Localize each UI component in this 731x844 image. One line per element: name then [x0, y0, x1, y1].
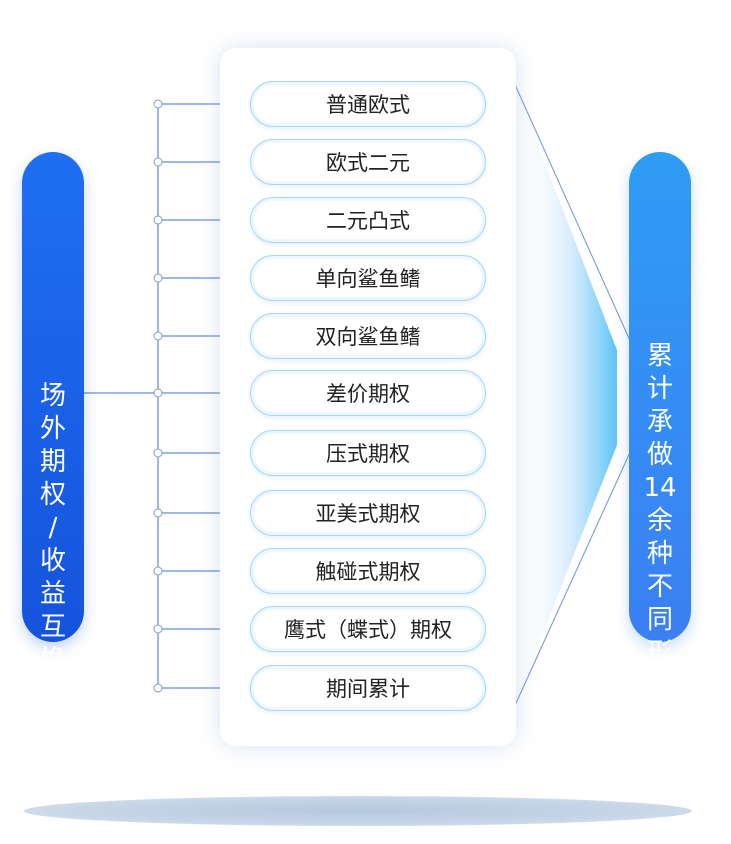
branch-node-dot: [153, 331, 163, 341]
left-label-char: /: [48, 513, 58, 543]
branch-node-dot: [153, 273, 163, 283]
ground-shadow: [24, 796, 692, 826]
option-item: 鹰式（蝶式）期权: [250, 606, 486, 652]
right-label-char: 余: [646, 506, 673, 536]
option-item: 双向鲨鱼鳍: [250, 313, 486, 359]
option-item: 单向鲨鱼鳍: [250, 255, 486, 301]
branch-node-dot: [153, 508, 163, 518]
option-item: 触碰式期权: [250, 548, 486, 594]
right-label-char: 同: [646, 605, 673, 635]
right-label-char: 形: [646, 638, 673, 668]
left-label-char: 权: [39, 480, 66, 510]
option-item: 普通欧式: [250, 81, 486, 127]
branch-node-dot: [153, 157, 163, 167]
option-item: 压式期权: [250, 430, 486, 476]
branch-node-dot: [153, 215, 163, 225]
left-label-char: 期: [39, 447, 66, 477]
option-item: 差价期权: [250, 370, 486, 416]
right-label-char: 种: [646, 539, 673, 569]
left-label-char: 外: [39, 414, 66, 444]
option-item: 亚美式期权: [250, 490, 486, 536]
branch-node-dot: [153, 624, 163, 634]
branch-node-dot: [153, 683, 163, 693]
option-item: 期间累计: [250, 665, 486, 711]
branch-node-dot: [153, 388, 163, 398]
right-label-char: 态: [646, 671, 673, 701]
left-label-char: 益: [39, 579, 66, 609]
left-category-pill: 场外期权/收益互换: [22, 152, 84, 675]
right-label-char: 14: [643, 473, 677, 503]
right-label-char: 做: [646, 440, 673, 470]
right-label-char: 累: [646, 341, 673, 371]
funnel-edge-top: [511, 77, 633, 346]
left-label-char: 换: [39, 645, 66, 675]
branch-node-dot: [153, 99, 163, 109]
funnel-edge-bottom: [511, 447, 633, 713]
option-item: 欧式二元: [250, 139, 486, 185]
left-label-char: 收: [39, 546, 66, 576]
left-category-label: 场外期权/收益互换: [22, 380, 84, 677]
left-label-char: 互: [39, 612, 66, 642]
funnel-shape: [512, 78, 617, 712]
right-label-char: 不: [646, 572, 673, 602]
right-label-char: 承: [646, 407, 673, 437]
option-item: 二元凸式: [250, 197, 486, 243]
branch-node-dot: [153, 448, 163, 458]
branch-node-dot: [153, 566, 163, 576]
right-label-char: 计: [646, 374, 673, 404]
left-label-char: 场: [39, 381, 66, 411]
